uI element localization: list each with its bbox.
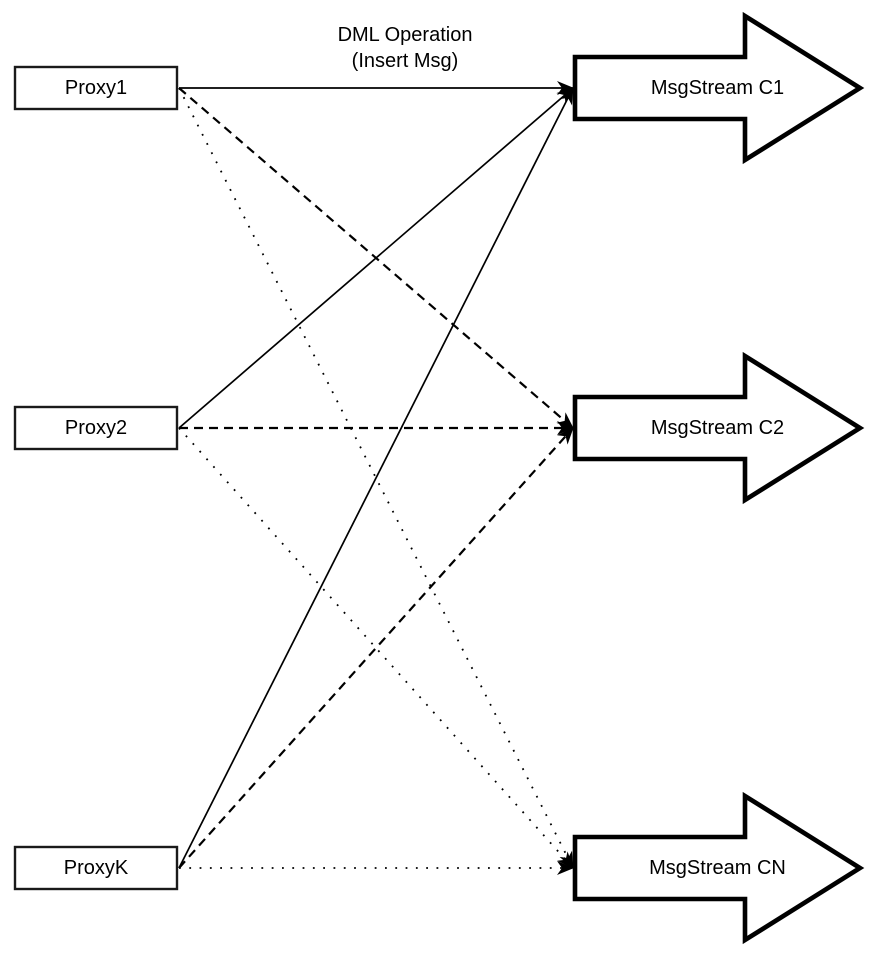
proxy1-label: Proxy1 — [64, 77, 128, 99]
edge-proxy1-cn — [178, 87, 574, 869]
proxy2-box — [13, 405, 179, 451]
proxy2-label: Proxy2 — [64, 417, 128, 439]
proxy1-box — [13, 65, 179, 111]
msgstream-c1-arrow-shape — [572, 11, 865, 165]
dml-operation-label: DML Operation (Insert Msg) — [255, 22, 555, 74]
edge-proxyk-c1 — [178, 87, 574, 869]
edge-layer — [178, 81, 574, 875]
dml-operation-label-line2: (Insert Msg) — [351, 50, 459, 72]
proxyk-box — [13, 845, 179, 891]
dml-operation-label-line1: DML Operation — [337, 24, 473, 46]
proxyk-label: ProxyK — [63, 857, 129, 879]
edge-proxyk-c2 — [178, 427, 574, 869]
msgstream-c2-label: MsgStream C2 — [650, 417, 785, 439]
edge-proxy1-c2 — [178, 87, 574, 429]
msgstream-cn-arrow-shape — [572, 791, 865, 945]
msgstream-c1-label: MsgStream C1 — [650, 77, 785, 99]
msgstream-cn-label: MsgStream CN — [649, 857, 786, 879]
msgstream-c2-arrow-shape — [572, 351, 865, 505]
